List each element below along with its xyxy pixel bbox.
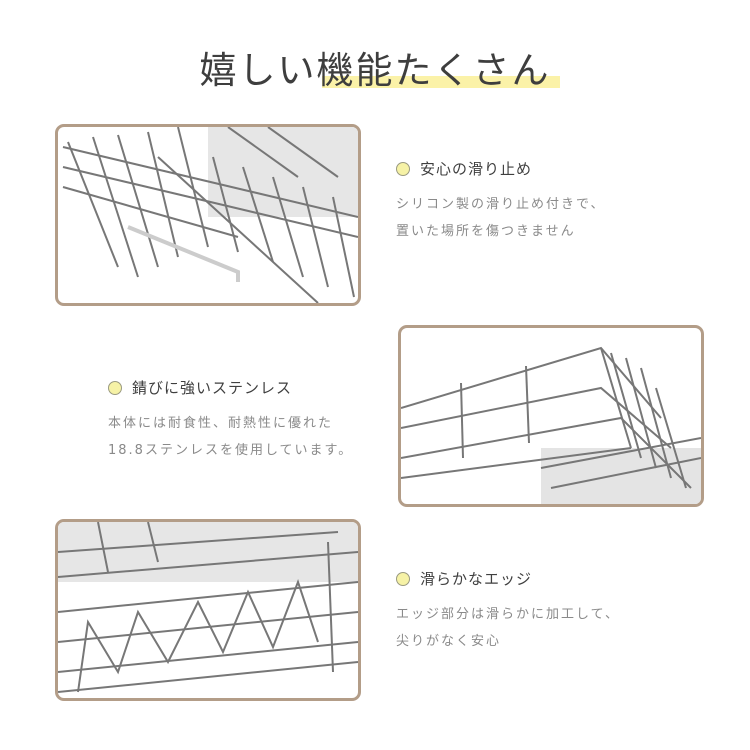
feature-text: 本体には耐食性、耐熱性に優れた <box>108 416 334 431</box>
feature-text: 尖りがなく安心 <box>396 634 502 649</box>
title-highlight <box>322 76 560 88</box>
feature-text: シリコン製の滑り止め付きで、 <box>396 197 606 212</box>
bullet-icon <box>396 161 410 176</box>
feature-non-slip: 安心の滑り止め シリコン製の滑り止め付きで、置いた場所を傷つきません <box>396 158 605 245</box>
feature-heading: 滑らかなエッジ <box>420 570 533 588</box>
feature-stainless: 錆びに強いステンレス 本体には耐食性、耐熱性に優れた 18.8ステンレスを使用して… <box>108 377 353 464</box>
bullet-icon <box>396 571 410 586</box>
photo-smooth-edges <box>55 519 361 701</box>
photo-stainless <box>398 325 704 507</box>
feature-heading: 錆びに強いステンレス <box>132 379 293 397</box>
photo-non-slip-feet <box>55 124 361 306</box>
feature-text: 置いた場所を傷つきません <box>396 224 576 239</box>
feature-smooth-edges: 滑らかなエッジ エッジ部分は滑らかに加工して、尖りがなく安心 <box>396 568 620 655</box>
feature-text: 18.8ステンレスを使用しています。 <box>108 443 354 458</box>
feature-heading: 安心の滑り止め <box>420 160 533 178</box>
bullet-icon <box>108 380 122 395</box>
page-title: 嬉しい機能たくさん <box>199 49 551 92</box>
feature-text: エッジ部分は滑らかに加工して、 <box>396 607 620 622</box>
